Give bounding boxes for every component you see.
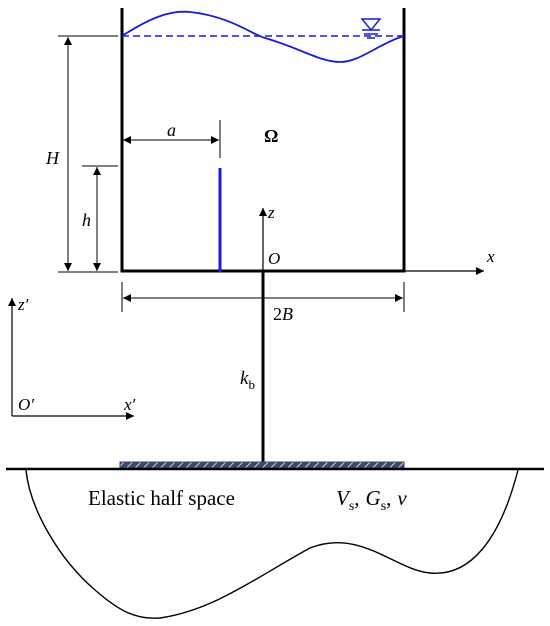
a-label: a xyxy=(167,120,176,140)
z-prime-label: z′ xyxy=(17,295,29,314)
half-space-boundary xyxy=(25,469,519,619)
x-prime-label: x′ xyxy=(123,395,136,414)
water-level-triangle-icon xyxy=(360,18,382,39)
2B-label: 2B xyxy=(273,304,293,324)
O-prime-label: O′ xyxy=(18,395,34,414)
z-axis-label: z xyxy=(267,203,275,222)
h-label: h xyxy=(82,210,91,230)
origin-label: O xyxy=(268,249,280,268)
soil-parameters-label: Vs,Gs,ν xyxy=(336,486,407,514)
free-surface-wave xyxy=(121,10,405,63)
half-space-label: Elastic half space xyxy=(88,486,235,510)
foundation-plate xyxy=(119,461,405,469)
kb-label: kb xyxy=(240,368,255,392)
x-axis-label: x xyxy=(486,247,495,266)
omega-label: Ω xyxy=(264,126,278,146)
H-label: H xyxy=(45,148,60,168)
